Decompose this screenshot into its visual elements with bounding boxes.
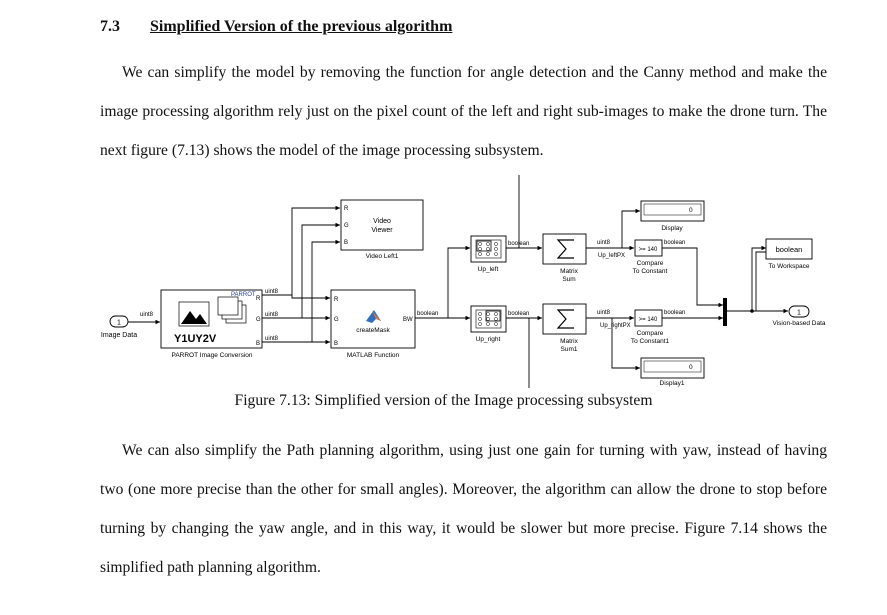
branch-point: [750, 309, 754, 313]
viewer-label: Video Left1: [366, 253, 399, 260]
section-number: 7.3: [100, 18, 120, 35]
outport-number: 1: [797, 310, 801, 317]
signal-label-input: uint8: [140, 312, 154, 318]
conversion-format: Y1UY2V: [174, 333, 217, 345]
signal-label-sum: uint8: [597, 240, 611, 246]
workspace-label: To Workspace: [768, 263, 809, 270]
signal-label-up-leftpx: Up_leftPX: [598, 253, 625, 259]
sum1-label-1: Matrix: [560, 338, 578, 345]
section-heading: 7.3 Simplified Version of the previous al…: [100, 18, 452, 36]
figure-caption: Figure 7.13: Simplified version of the I…: [234, 392, 653, 409]
fn-port-r: R: [334, 297, 339, 303]
conv-port-r: R: [256, 296, 261, 302]
matlab-logo-icon: [366, 310, 381, 323]
inport-block: [109, 315, 129, 328]
signal-label-up-left: boolean: [508, 241, 529, 247]
signal-label-sum1: uint8: [597, 310, 611, 316]
compare-block: [634, 239, 663, 257]
paragraph-1: We can simplify the model by removing th…: [100, 53, 827, 170]
sum-label-1: Matrix: [560, 268, 578, 275]
video-viewer-block: [340, 199, 424, 251]
fn-port-b: B: [334, 341, 338, 347]
conversion-label: PARROT Image Conversion: [171, 352, 252, 359]
simulink-diagram: 1 Image Data uint8 PARROT Y1UY2V R G B u…: [101, 175, 826, 388]
paragraph-2: We can also simplify the Path planning a…: [100, 431, 827, 587]
function-label: MATLAB Function: [347, 352, 400, 359]
signal-label-bw: boolean: [417, 311, 438, 317]
display1-label: Display1: [660, 380, 685, 387]
matrix-sum1-block: [542, 303, 587, 335]
paragraph-1-text: We can simplify the model by removing th…: [100, 64, 827, 159]
up-left-label: Up_left: [478, 266, 499, 273]
signal-label-r: uint8: [265, 289, 279, 295]
signal-label-up-right: boolean: [508, 311, 529, 317]
matrix-grid-icon: [475, 309, 502, 329]
viewer-port-g: G: [344, 223, 349, 229]
display1-value: 0: [689, 364, 693, 371]
viewer-port-r: R: [344, 206, 349, 212]
to-workspace-block: [765, 238, 813, 260]
conv-port-g: G: [256, 317, 261, 323]
sigma-icon: [556, 309, 574, 329]
viewer-text-2: Viewer: [371, 227, 393, 234]
sum-label-2: Sum: [562, 276, 575, 283]
matrix-sum-block: [542, 233, 587, 265]
viewer-text-1: Video: [373, 218, 391, 225]
display-value: 0: [689, 207, 693, 214]
compare1-block: [634, 309, 663, 327]
compare1-label-2: To Constant1: [631, 338, 670, 345]
compare-value: >= 140: [639, 247, 658, 253]
signal-label-compare: boolean: [664, 240, 685, 246]
paragraph-2-text: We can also simplify the Path planning a…: [100, 442, 827, 576]
signal-label-up-rightpx: Up_rightPX: [600, 323, 631, 329]
inport-label: Image Data: [101, 332, 137, 339]
section-title: Simplified Version of the previous algor…: [150, 18, 453, 35]
signal-label-g: uint8: [265, 312, 279, 318]
workspace-variable: boolean: [776, 245, 803, 254]
sigma-icon: [556, 239, 574, 259]
display-screen: [643, 203, 702, 216]
frame-front: [217, 296, 239, 316]
conversion-brand: PARROT: [231, 292, 256, 298]
matrix-grid-icon: [475, 239, 502, 259]
fn-port-bw: BW: [403, 317, 413, 323]
compare1-label-1: Compare: [637, 330, 664, 337]
up-right-label: Up_right: [476, 336, 501, 343]
mountain-icon: [181, 311, 207, 324]
mux-block: [723, 298, 727, 326]
fn-port-g: G: [334, 317, 339, 323]
compare1-value: >= 140: [639, 317, 658, 323]
selection-icon: [476, 240, 492, 252]
matlab-logo-accent: [372, 311, 381, 321]
outport-block: [788, 305, 810, 318]
selection-icon: [485, 310, 501, 322]
signal-label-b: uint8: [265, 336, 279, 342]
outport-label: Vision-based Data: [773, 320, 826, 327]
signal-label-compare1: boolean: [664, 310, 685, 316]
display-label: Display: [661, 225, 683, 232]
display1-screen: [643, 360, 702, 373]
compare-label-2: To Constant: [633, 268, 668, 275]
compare-label-1: Compare: [637, 260, 664, 267]
viewer-port-b: B: [344, 240, 348, 246]
inport-number: 1: [117, 320, 121, 327]
sum1-label-2: Sum1: [561, 346, 578, 353]
conv-port-b: B: [256, 341, 260, 347]
function-name: createMask: [356, 327, 390, 334]
